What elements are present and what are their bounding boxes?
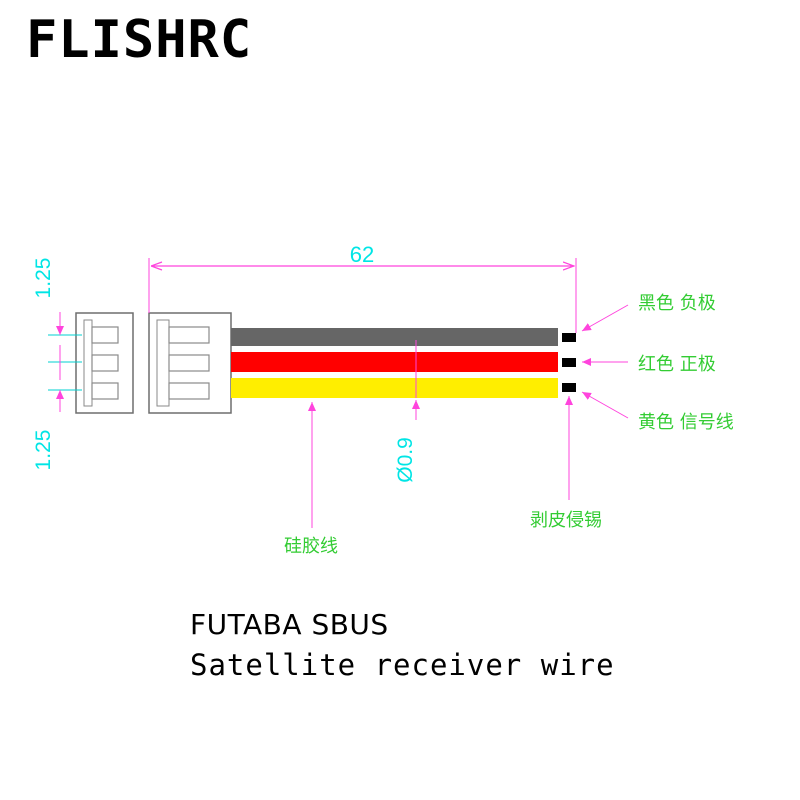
yellow-wire-leader [581,391,629,419]
black-wire-label: 黑色 负极 [638,293,716,314]
red-wire-tip [562,358,576,367]
pitch-label-top: 1.25 [32,258,55,299]
black-wire-leader [581,304,629,332]
red-wire [231,352,558,372]
stripped-tinned-label: 剥皮侵锡 [530,510,602,531]
silicone-wire-label: 硅胶线 [284,536,338,557]
yellow-wire [231,378,558,398]
length-label: 62 [350,242,374,267]
black-wire-tip [562,333,576,342]
diameter-label: Ø0.9 [394,437,417,483]
pitch-label-bottom: 1.25 [32,430,55,471]
yellow-wire-label: 黄色 信号线 [638,412,734,433]
pitch-dimension [48,312,82,412]
wire-connector [148,312,232,414]
brand-title: FLISHRC [26,10,253,70]
yellow-wire-tip [562,383,576,392]
length-dimension [148,258,577,333]
caption-description: Satellite receiver wire [190,648,615,682]
red-wire-label: 红色 正极 [638,354,716,375]
caption-protocol: FUTABA SBUS [190,608,389,641]
black-wire [231,328,558,346]
mating-connector [75,312,134,414]
